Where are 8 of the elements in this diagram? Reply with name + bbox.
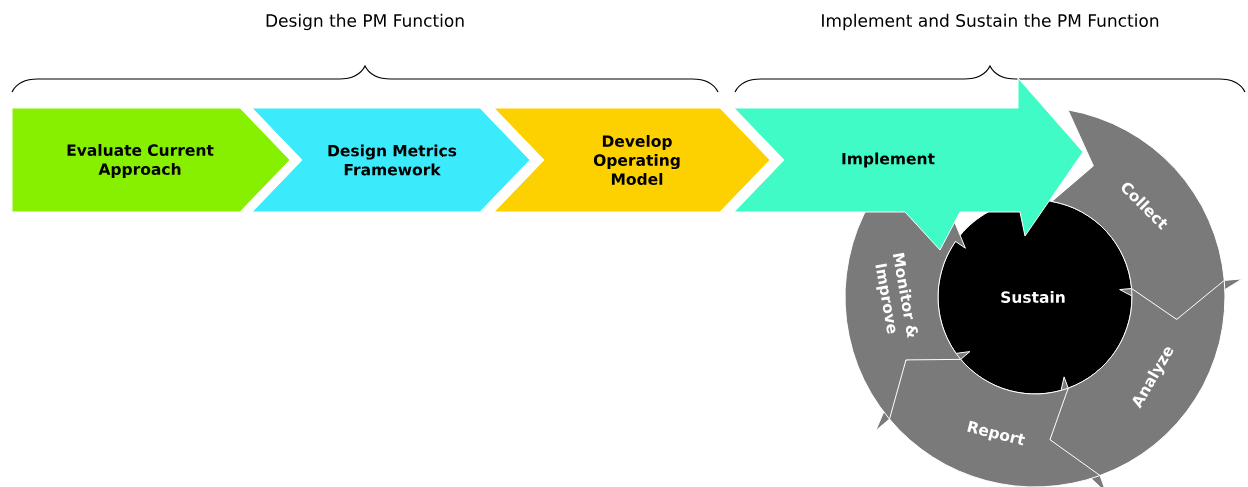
bracket-label: Implement and Sustain the PM Function [822, 13, 1159, 31]
ring-segment: Report [875, 351, 1101, 487]
bracket-label: Design the PM Function [266, 13, 464, 31]
chevron-step: Evaluate Current Approach [11, 107, 291, 213]
node-label: Report [967, 420, 1026, 446]
banner-step: Implement [733, 77, 1084, 251]
chevron-step: Design Metrics Framework [251, 107, 531, 213]
chevron-step: Develop Operating Model [493, 107, 771, 213]
